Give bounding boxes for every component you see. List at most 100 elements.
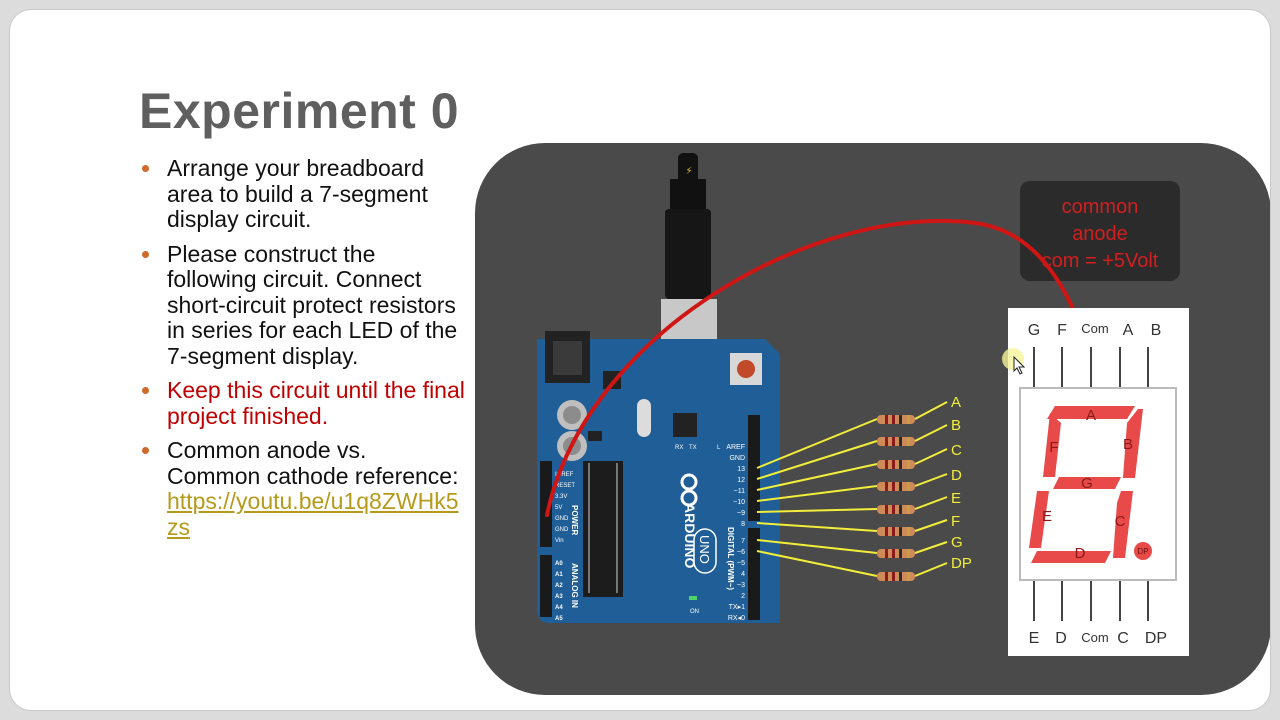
resistor: [877, 437, 915, 446]
pin-label-top: A: [1123, 322, 1134, 339]
segment-label: A: [1086, 407, 1096, 424]
bullet-item: Please construct the following circuit. …: [136, 241, 466, 370]
resistor-label: B: [951, 417, 961, 434]
led-label: L: [717, 445, 721, 451]
power-title: POWER: [570, 505, 579, 535]
bullet-item: Arrange your breadboard area to build a …: [136, 155, 466, 233]
pin-label: 13: [737, 466, 745, 473]
segment-c: [1113, 491, 1133, 558]
led-label: ON: [690, 609, 699, 615]
segment-f: [1043, 413, 1061, 477]
pin-label: GND: [555, 516, 569, 522]
note-line: anode: [1072, 223, 1128, 245]
pin-label-top: G: [1028, 322, 1040, 339]
resistor-label: DP: [951, 555, 972, 572]
reference-link[interactable]: https://youtu.be/u1q8ZWHk5zs: [167, 488, 459, 540]
segment-label: G: [1081, 475, 1093, 492]
segment-a: [1047, 406, 1135, 419]
pin-label: RESET: [555, 483, 575, 489]
pin-label: 5V: [555, 505, 562, 511]
pin-label-bottom: D: [1055, 630, 1067, 647]
segment-label: DP: [1137, 547, 1148, 556]
segment-e: [1029, 491, 1049, 548]
pin-label-bottom: C: [1117, 630, 1129, 647]
arduino-logo-icon: [680, 473, 698, 507]
pin-label: 8: [741, 521, 745, 528]
segment-label: D: [1075, 545, 1086, 562]
mouse-cursor-icon: [1002, 348, 1026, 375]
seven-segment-display: G F Com A B E D Com C DP: [1008, 308, 1189, 656]
pin-label: GND: [555, 527, 569, 533]
reset-button[interactable]: [737, 360, 755, 378]
pin-label: AREF: [726, 444, 745, 451]
segment-label: E: [1042, 508, 1052, 525]
segment-d: [1031, 551, 1111, 563]
pin-label: ~5: [737, 560, 745, 567]
pin-label: 7: [741, 538, 745, 545]
bullet-list: Arrange your breadboard area to build a …: [136, 155, 466, 549]
board-model: UNO: [697, 535, 712, 564]
pin-label: ~6: [737, 549, 745, 556]
pin-label: TX▸1: [729, 604, 745, 611]
pin-label: ~11: [734, 488, 745, 495]
pin-label: A5: [555, 616, 563, 622]
resistor: [877, 460, 915, 469]
bullet-item-highlight: Keep this circuit until the final projec…: [136, 377, 466, 429]
note-line: com = +5Volt: [1042, 250, 1159, 272]
digital-title: DIGITAL (PWM~): [726, 527, 735, 590]
note-line: common: [1062, 196, 1139, 218]
note-box: [1020, 181, 1180, 281]
circuit-diagram: common anode com = +5Volt ⚡: [475, 143, 1270, 695]
resistor: [877, 415, 915, 424]
pin-label: A0: [555, 561, 563, 567]
bullet-text: Keep this circuit until the final projec…: [167, 377, 465, 429]
bullet-text: Common anode vs. Common cathode referenc…: [167, 437, 459, 489]
pin-label: 12: [737, 477, 745, 484]
led-label: RX: [675, 445, 683, 451]
slide-title: Experiment 0: [139, 83, 460, 139]
pin-label-top: B: [1151, 322, 1162, 339]
bullet-item: Common anode vs. Common cathode referenc…: [136, 437, 466, 540]
arduino-board: ARDUINO UNO POWER ANALOG IN DIGITAL (PWM…: [537, 331, 780, 623]
pin-label: IOREF: [555, 472, 574, 478]
pin-label: ~9: [737, 510, 745, 517]
resistor: [877, 505, 915, 514]
resistor-label: E: [951, 490, 961, 507]
pin-label: 4: [741, 571, 745, 578]
pin-label-bottom: E: [1029, 630, 1040, 647]
resistor: [877, 572, 915, 581]
segment-label: F: [1049, 439, 1058, 456]
segment-b: [1123, 409, 1143, 478]
led-label: TX: [689, 445, 697, 451]
pin-label-bottom: Com: [1081, 630, 1108, 645]
pin-label: Vin: [555, 538, 564, 544]
pin-label-bottom: DP: [1145, 630, 1167, 647]
pin-label: A4: [555, 605, 563, 611]
segment-g: [1053, 477, 1121, 489]
signal-wires: [756, 418, 878, 577]
segment-dp: [1134, 542, 1152, 560]
pin-label: 2: [741, 593, 745, 600]
pin-label: A3: [555, 594, 563, 600]
bullet-marker-icon: [142, 250, 149, 258]
segment-label: B: [1123, 436, 1133, 453]
resistor: [877, 482, 915, 491]
bullet-marker-icon: [142, 447, 149, 454]
pin-label: A2: [555, 583, 563, 589]
bullet-marker-icon: [142, 165, 149, 172]
pin-label: ~10: [733, 499, 745, 506]
resistor-label: A: [951, 394, 961, 411]
power-wire: [545, 219, 1087, 517]
pin-label: RX◂0: [728, 615, 745, 622]
pin-label: ~3: [737, 582, 745, 589]
pin-label: A1: [555, 572, 563, 578]
resistor: [877, 527, 915, 536]
slide: Experiment 0 Arrange your breadboard are…: [9, 9, 1271, 711]
resistor-label: F: [951, 513, 960, 530]
label-leads: [914, 401, 948, 577]
lightning-icon: ⚡: [685, 166, 692, 177]
resistor: [877, 549, 915, 558]
bullet-marker-icon: [142, 387, 149, 394]
segment-label: C: [1115, 513, 1126, 530]
resistor-label: C: [951, 442, 962, 459]
